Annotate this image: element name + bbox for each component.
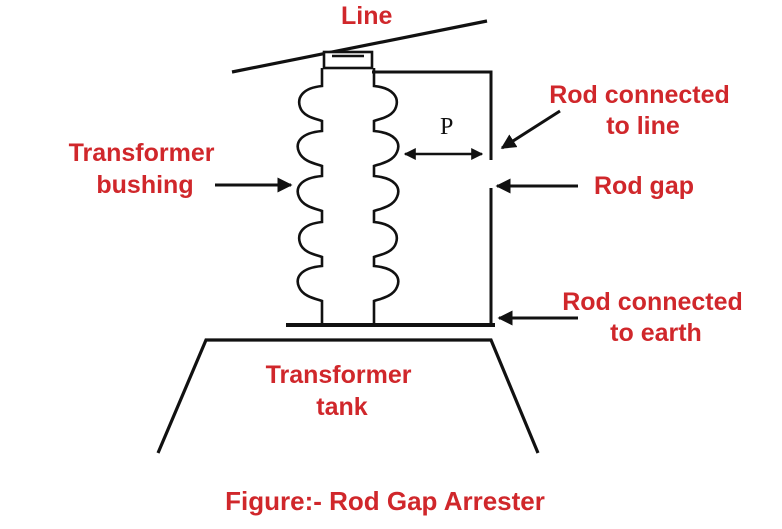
gap-symbol: P: [440, 114, 453, 140]
label-bushing-1: Transformer: [69, 139, 215, 167]
label-tank-1: Transformer: [266, 361, 412, 389]
label-transformer-tank: Transformer tank: [266, 361, 419, 421]
label-bushing-2: bushing: [96, 171, 193, 199]
transformer-tank: [156, 338, 540, 454]
label-rod-earth-2: to earth: [610, 319, 702, 347]
arrow-to-rod-line: [500, 109, 561, 150]
label-rod-earth-1: Rod connected: [562, 288, 743, 316]
label-rod-line-2: to line: [606, 112, 680, 140]
line-conductor: [231, 19, 488, 74]
label-rod-gap: Rod gap: [594, 172, 694, 200]
label-transformer-bushing: Transformer bushing: [69, 139, 222, 199]
transformer-bushing: [296, 68, 400, 324]
label-rod-line-1: Rod connected: [549, 81, 730, 109]
figure-caption: Figure:- Rod Gap Arrester: [225, 486, 545, 516]
label-rod-connected-to-earth: Rod connected to earth: [562, 288, 750, 347]
label-rod-connected-to-line: Rod connected to line: [549, 81, 737, 140]
label-line: Line: [341, 2, 392, 30]
label-tank-2: tank: [316, 393, 368, 421]
rod-connected-to-line: [372, 70, 493, 160]
bushing-cap: [322, 50, 374, 70]
